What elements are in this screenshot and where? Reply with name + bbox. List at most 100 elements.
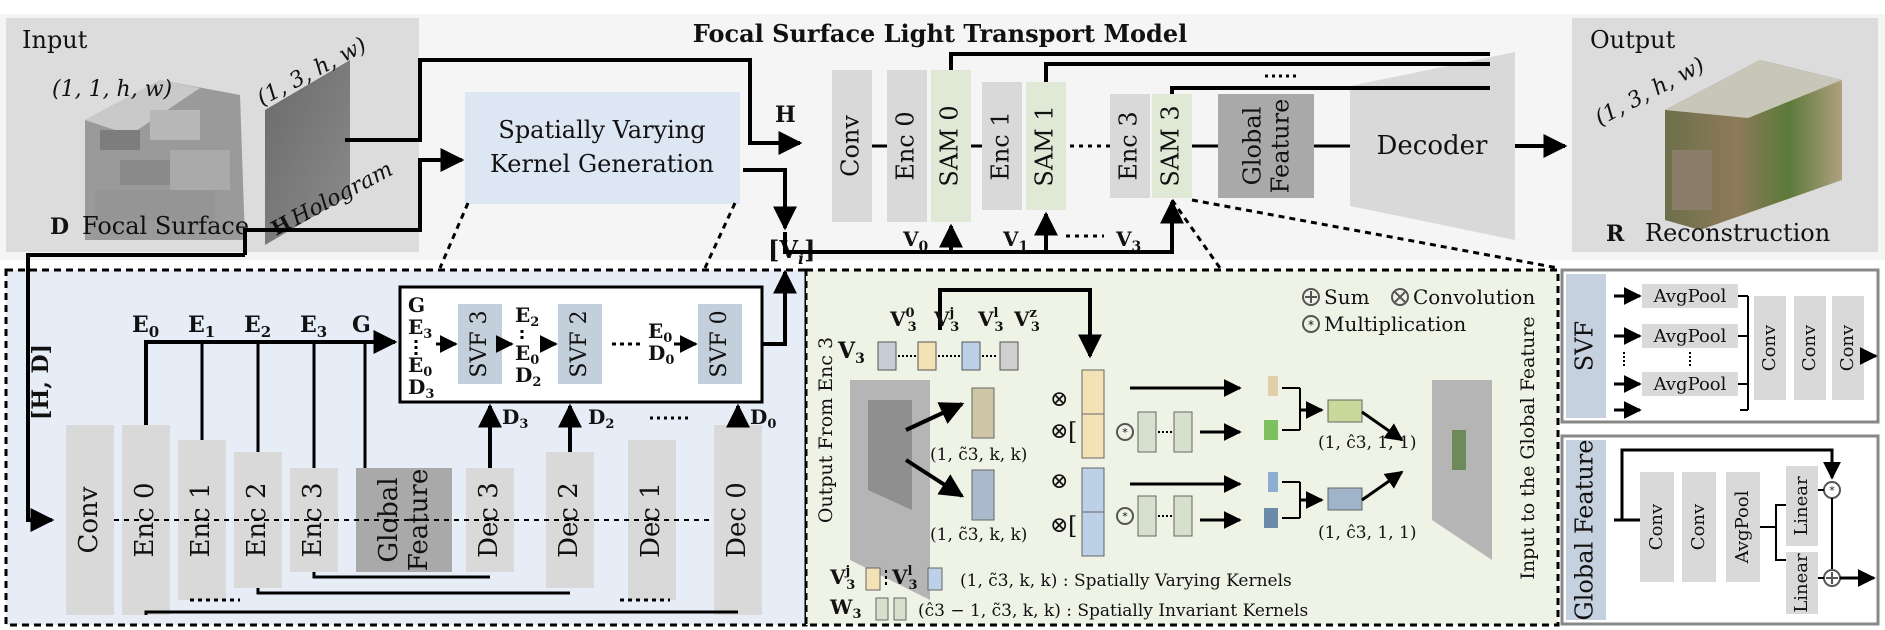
gf-panel-title bbox=[1566, 440, 1606, 620]
svg-text:[: [ bbox=[1068, 512, 1077, 540]
svg-text:(1, ĉ3, 1, 1): (1, ĉ3, 1, 1) bbox=[1318, 523, 1416, 543]
svg-text:Conv: Conv bbox=[1688, 503, 1709, 550]
label-r: R bbox=[1606, 221, 1625, 247]
svg-text:Sum: Sum bbox=[1324, 285, 1370, 309]
shape-d: (1, 1, h, w) bbox=[52, 77, 172, 102]
svg-text:E2: E2 bbox=[515, 303, 539, 330]
v3-label: V3 bbox=[1115, 227, 1141, 255]
svg-text:Conv: Conv bbox=[74, 486, 104, 553]
model-sam0 bbox=[931, 70, 971, 222]
label-d: D bbox=[50, 214, 69, 240]
svg-text:E0: E0 bbox=[408, 353, 432, 380]
svg-text:Dec 0: Dec 0 bbox=[722, 482, 752, 558]
svg-text:Decoder: Decoder bbox=[1377, 131, 1488, 161]
svg-text:[: [ bbox=[1068, 418, 1077, 446]
svg-text:*: * bbox=[1829, 484, 1835, 497]
svg-text:SVF: SVF bbox=[1571, 321, 1599, 371]
model-enc0 bbox=[887, 70, 927, 222]
svg-text:(1, c̃3, k, k): (1, c̃3, k, k) bbox=[930, 445, 1027, 465]
svg-text:Linear: Linear bbox=[1791, 553, 1812, 613]
svg-text:Dec 1: Dec 1 bbox=[636, 482, 666, 558]
svg-text:E0: E0 bbox=[648, 319, 672, 346]
kg-conv bbox=[66, 425, 114, 615]
svg-text:E3: E3 bbox=[300, 312, 327, 341]
reconstruction-image bbox=[1665, 60, 1842, 230]
svg-text:Vj3: Vj3 bbox=[829, 564, 855, 593]
svg-text:AvgPool: AvgPool bbox=[1653, 326, 1727, 347]
svg-text:Multiplication: Multiplication bbox=[1324, 312, 1466, 336]
svf-panel-title bbox=[1566, 274, 1606, 418]
svg-text:E2: E2 bbox=[244, 312, 271, 341]
svg-text:Enc 3: Enc 3 bbox=[1115, 111, 1143, 180]
svg-text:Conv: Conv bbox=[1646, 503, 1667, 550]
svg-text:V03: V03 bbox=[889, 306, 917, 335]
svg-text:Conv: Conv bbox=[1837, 324, 1858, 371]
svg-text:G: G bbox=[408, 293, 425, 317]
v1-label: V1 bbox=[1002, 227, 1028, 255]
svg-text:SVF 0: SVF 0 bbox=[707, 310, 732, 377]
svf2 bbox=[558, 304, 602, 384]
svg-text:⊗: ⊗ bbox=[1050, 419, 1068, 444]
focal-surface-image bbox=[85, 80, 245, 240]
model-decoder bbox=[1350, 52, 1515, 240]
v0-label: V0 bbox=[902, 227, 929, 255]
svg-text:Enc 0: Enc 0 bbox=[892, 111, 920, 180]
svg-text:Global Feature: Global Feature bbox=[1571, 440, 1599, 621]
svg-text:D3: D3 bbox=[502, 405, 528, 432]
output-label: Output bbox=[1590, 26, 1676, 54]
svg-text:*: * bbox=[1308, 318, 1314, 332]
svg-text:SAM 1: SAM 1 bbox=[1031, 105, 1059, 186]
svg-text:AvgPool: AvgPool bbox=[1653, 286, 1727, 307]
svg-text:Feature: Feature bbox=[1267, 99, 1295, 194]
svg-text:(1, c̃3, k, k): (1, c̃3, k, k) bbox=[930, 525, 1027, 545]
input-label: Input bbox=[22, 26, 88, 54]
input-to-global: Input to the Global Feature bbox=[1517, 316, 1539, 579]
svg-text:Enc 1: Enc 1 bbox=[186, 482, 216, 557]
model-sam3 bbox=[1152, 94, 1192, 198]
kg-dec0 bbox=[714, 425, 762, 615]
svg-text:W3: W3 bbox=[829, 595, 862, 622]
hologram-image bbox=[265, 60, 350, 245]
svg-text:⊗: ⊗ bbox=[1050, 387, 1068, 412]
svg-text:AvgPool: AvgPool bbox=[1653, 374, 1727, 395]
svg-text:Conv: Conv bbox=[837, 115, 865, 177]
model-conv bbox=[832, 70, 872, 222]
svg-text:Enc 3: Enc 3 bbox=[298, 482, 328, 557]
svg-text:SAM 3: SAM 3 bbox=[1157, 105, 1185, 186]
svg-text:E3: E3 bbox=[408, 315, 432, 342]
model-enc1 bbox=[982, 82, 1022, 210]
svg-text:D0: D0 bbox=[648, 341, 674, 368]
kernel-gen-box bbox=[465, 92, 740, 204]
kernel-gen-line2: Kernel Generation bbox=[490, 150, 714, 178]
model-global-feature bbox=[1218, 94, 1314, 198]
svg-text:Enc 1: Enc 1 bbox=[987, 111, 1015, 180]
svg-text:(ĉ3 − 1, c̃3, k, k) : Spatiall: (ĉ3 − 1, c̃3, k, k) : Spatially Invarian… bbox=[918, 601, 1308, 621]
svg-text:Convolution: Convolution bbox=[1413, 285, 1535, 309]
svg-text:Vl3: Vl3 bbox=[977, 306, 1004, 335]
svg-text:⊗: ⊗ bbox=[1050, 513, 1068, 538]
model-title: Focal Surface Light Transport Model bbox=[693, 19, 1187, 48]
model-sam1 bbox=[1026, 82, 1066, 210]
svg-text:(1, ĉ3, 1, 1): (1, ĉ3, 1, 1) bbox=[1318, 433, 1416, 453]
svg-text:V3: V3 bbox=[837, 338, 865, 367]
svg-text:Linear: Linear bbox=[1791, 476, 1812, 536]
arrow-h-label: H bbox=[775, 102, 796, 128]
svg-text:(1, c̃3, k, k) : Spatially Var: (1, c̃3, k, k) : Spatially Varying Kerne… bbox=[960, 571, 1292, 591]
svg-text:SAM 0: SAM 0 bbox=[936, 105, 964, 186]
svg-text:*: * bbox=[1122, 510, 1128, 523]
svg-text:AvgPool: AvgPool bbox=[1732, 490, 1753, 564]
svg-text:Vl3: Vl3 bbox=[891, 564, 918, 593]
output-from-enc3: Output From Enc 3 bbox=[815, 337, 837, 523]
svf3 bbox=[458, 304, 502, 384]
svg-text:Global: Global bbox=[1239, 107, 1267, 186]
svf0 bbox=[698, 304, 742, 384]
svg-text:SVF 3: SVF 3 bbox=[467, 310, 492, 377]
svg-text:SVF 2: SVF 2 bbox=[567, 310, 592, 377]
svg-text:G: G bbox=[352, 312, 371, 338]
svg-text:E1: E1 bbox=[188, 312, 215, 341]
svg-text:D2: D2 bbox=[588, 405, 614, 432]
svg-text:*: * bbox=[1122, 426, 1128, 439]
model-enc3 bbox=[1110, 94, 1150, 198]
svg-text:D3: D3 bbox=[408, 375, 434, 402]
svg-text:E0: E0 bbox=[132, 312, 159, 341]
